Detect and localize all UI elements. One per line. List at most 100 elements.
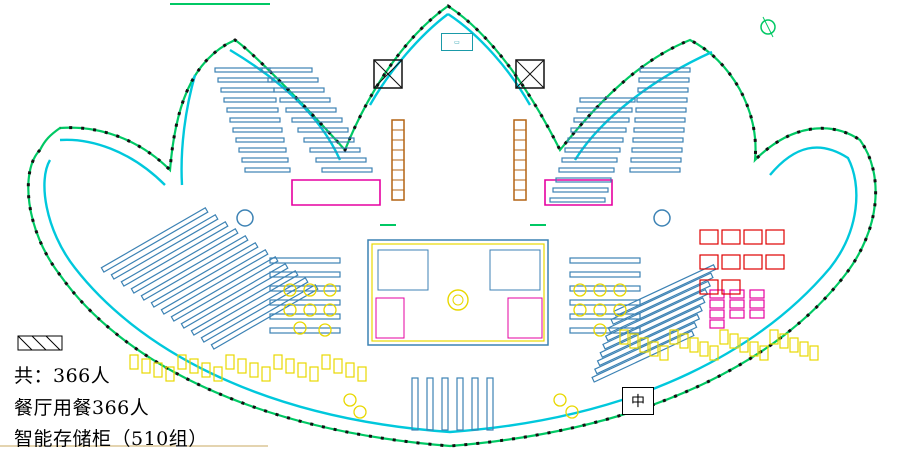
equipment — [729, 309, 745, 319]
shelf — [632, 137, 684, 143]
shelf — [309, 147, 361, 153]
table — [669, 329, 679, 345]
building-outline — [27, 4, 877, 448]
table — [486, 377, 494, 431]
column-left — [236, 209, 254, 227]
round-table — [283, 303, 297, 317]
shelf — [223, 97, 277, 103]
round-table — [553, 393, 567, 407]
shelf — [150, 241, 259, 308]
shelf — [229, 117, 281, 123]
petal-wall-right — [544, 179, 613, 206]
shelf — [630, 157, 682, 163]
round-table — [573, 283, 587, 297]
shelf — [110, 213, 219, 280]
shelf — [244, 167, 291, 173]
core-washroom-left — [375, 297, 405, 339]
stair-right — [513, 119, 527, 201]
table — [269, 299, 341, 306]
table — [709, 345, 719, 361]
table — [261, 366, 271, 382]
equipment — [743, 229, 763, 245]
shelf — [180, 262, 289, 329]
table — [629, 333, 639, 349]
table — [659, 345, 669, 361]
round-table — [303, 283, 317, 297]
shelf — [291, 117, 343, 123]
core-washroom-right — [507, 297, 543, 339]
equipment — [749, 299, 765, 309]
table — [679, 333, 689, 349]
stair-left — [391, 119, 405, 201]
marker-badge: 中 — [622, 387, 654, 415]
shelf — [285, 107, 337, 113]
shelf — [610, 272, 714, 325]
round-table — [283, 283, 297, 297]
shelf — [570, 127, 627, 133]
table — [129, 354, 139, 370]
round-table — [593, 303, 607, 317]
shelf — [555, 177, 612, 183]
table — [141, 358, 151, 374]
shelf — [638, 77, 690, 83]
shelf — [226, 107, 279, 113]
table — [357, 366, 367, 382]
round-table — [613, 303, 627, 317]
table — [699, 341, 709, 357]
shelf — [561, 157, 618, 163]
shelf — [170, 255, 279, 322]
table — [426, 377, 434, 431]
core-circle — [447, 289, 469, 311]
shelf — [303, 137, 355, 143]
shelf — [140, 234, 249, 301]
shelf — [636, 97, 688, 103]
hatch-symbol — [17, 335, 63, 351]
round-table — [323, 303, 337, 317]
table — [285, 358, 295, 374]
equipment — [765, 254, 785, 270]
shelf — [633, 127, 685, 133]
table — [269, 271, 341, 278]
round-table — [573, 303, 587, 317]
table — [769, 329, 779, 345]
table — [153, 362, 163, 378]
shelf — [594, 321, 698, 375]
equipment — [749, 289, 765, 299]
shelf — [567, 137, 624, 143]
shelf — [241, 157, 289, 163]
round-table — [565, 405, 579, 419]
table — [649, 341, 659, 357]
table — [249, 362, 259, 378]
core-room-left — [377, 249, 429, 291]
equipment — [709, 319, 725, 329]
table — [201, 362, 211, 378]
round-table — [303, 303, 317, 317]
shelf — [232, 127, 283, 133]
shelf — [220, 87, 275, 93]
round-table-group — [283, 283, 627, 419]
table — [456, 377, 464, 431]
table — [619, 329, 629, 345]
round-table — [613, 283, 627, 297]
shelf — [558, 167, 615, 173]
table — [749, 341, 759, 357]
shelf — [297, 127, 349, 133]
central-core — [367, 239, 549, 346]
table — [165, 366, 175, 382]
shelf — [273, 87, 325, 93]
table — [739, 337, 749, 353]
shelf-group — [100, 67, 717, 383]
equipment — [749, 309, 765, 319]
equipment — [721, 229, 741, 245]
shelf — [573, 117, 630, 123]
table-group — [129, 257, 819, 431]
round-table — [353, 405, 367, 419]
round-table — [318, 323, 332, 337]
shelf — [602, 297, 706, 350]
shelf — [599, 305, 703, 358]
shelf — [631, 147, 683, 153]
table — [237, 358, 247, 374]
round-table — [593, 283, 607, 297]
north-arrow — [760, 19, 776, 35]
